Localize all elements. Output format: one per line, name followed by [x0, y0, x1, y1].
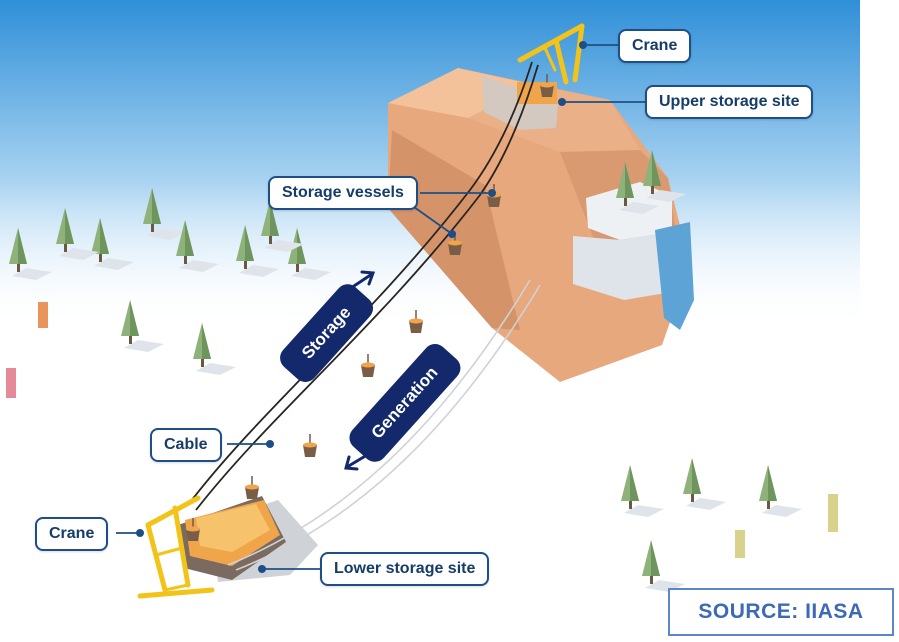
label-crane-bottom: Crane	[35, 517, 109, 551]
label-upper-storage-site: Upper storage site	[645, 85, 814, 119]
trees-right	[621, 458, 838, 592]
label-storage-vessels: Storage vessels	[268, 176, 418, 210]
lower-storage-site	[178, 496, 318, 582]
label-leader-dots	[136, 41, 587, 573]
label-crane-top: Crane	[618, 29, 692, 63]
cable-lines	[187, 61, 541, 571]
source-credit: SOURCE: IIASA	[668, 588, 894, 636]
small-huts-left	[6, 302, 48, 398]
label-cable: Cable	[150, 428, 222, 462]
crane-upper-icon	[517, 23, 585, 85]
label-lower-storage-site: Lower storage site	[320, 552, 490, 586]
crane-lower-icon	[137, 495, 215, 599]
